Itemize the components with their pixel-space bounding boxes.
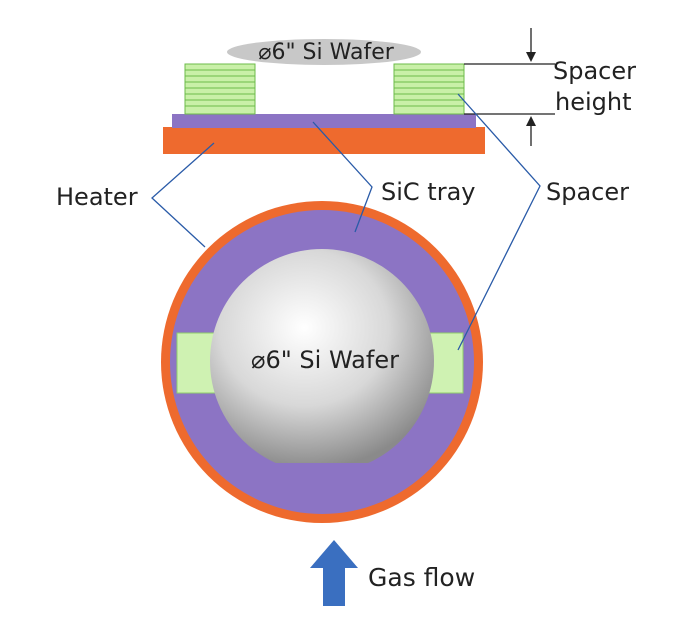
heater-leader (151, 142, 215, 248)
gas-flow-label: Gas flow (368, 563, 475, 592)
top-wafer (210, 249, 434, 463)
spacer-height-dimension (464, 28, 555, 146)
side-sic-tray (172, 114, 476, 128)
spacer-height-label-line1: Spacer (553, 57, 636, 85)
side-spacer-left (184, 63, 256, 115)
side-heater-plate (163, 127, 485, 154)
top-view: ⌀6" Si Wafer (161, 201, 483, 523)
wafer-label-bottom: ⌀6" Si Wafer (251, 346, 399, 374)
spacer-leader (457, 93, 541, 351)
leader-lines (151, 93, 541, 351)
gas-flow-arrow (310, 540, 358, 606)
sic-tray-label: SiC tray (381, 178, 475, 206)
sic-tray-leader (312, 121, 373, 233)
heater-label: Heater (56, 183, 138, 211)
spacer-label: Spacer (546, 178, 629, 206)
side-spacer-right (393, 63, 465, 115)
spacer-height-label-line2: height (555, 88, 632, 116)
side-view: ⌀6" Si Wafer Spacer height (163, 28, 636, 154)
side-wafer (227, 39, 421, 65)
wafer-label-top: ⌀6" Si Wafer (258, 40, 395, 65)
